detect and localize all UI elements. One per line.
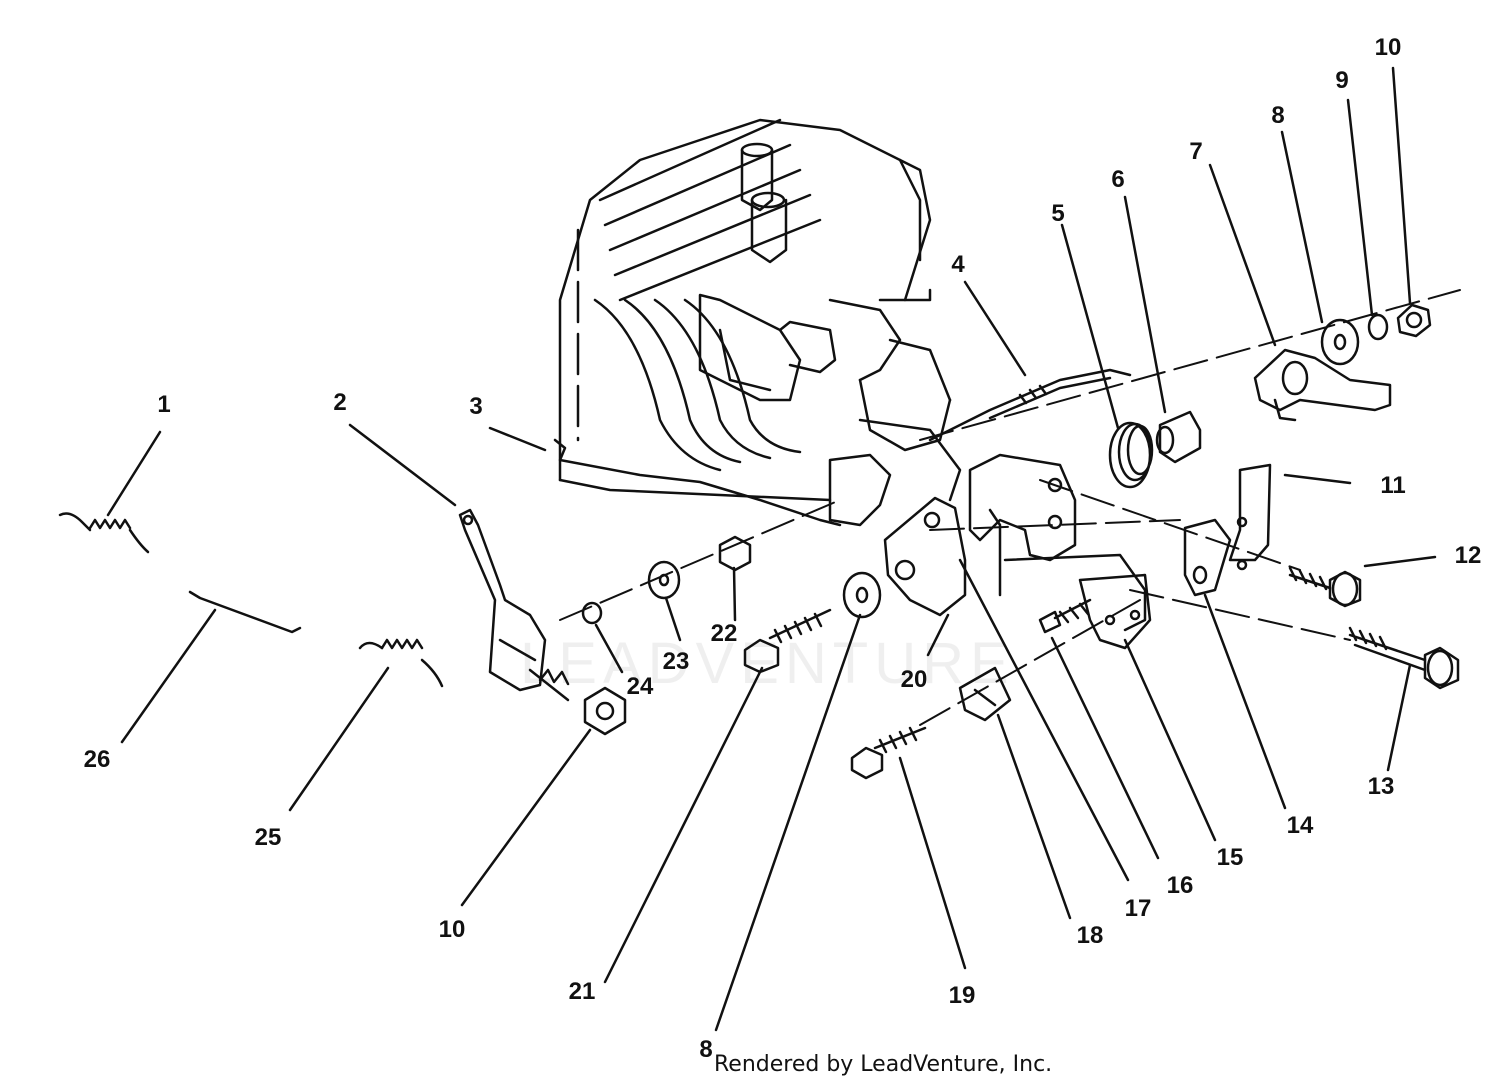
part-5-spring — [1110, 423, 1152, 487]
part-8-washer-lower — [844, 573, 880, 617]
callout-18: 18 — [1076, 922, 1104, 949]
part-8-washer-upper — [1322, 320, 1358, 364]
callout-3: 3 — [469, 393, 483, 420]
part-1-spring — [60, 514, 148, 552]
part-20-plate — [885, 498, 965, 615]
callout-10-lower: 10 — [438, 916, 466, 943]
part-10-nut-lower — [585, 688, 625, 734]
callout-25: 25 — [254, 824, 282, 851]
part-13-bolt — [1350, 628, 1458, 688]
part-24-washer — [583, 603, 601, 623]
axis-right-1 — [1040, 480, 1300, 570]
part-9-lock-washer — [1369, 315, 1387, 339]
callout-4: 4 — [951, 251, 965, 278]
part-12-bolt — [1290, 568, 1360, 606]
callout-8-lower: 8 — [699, 1036, 713, 1063]
footer-credit: Rendered by LeadVenture, Inc. — [714, 1052, 1053, 1077]
callout-13: 13 — [1367, 773, 1395, 800]
callout-11: 11 — [1380, 472, 1406, 499]
axis-right-3 — [930, 520, 1180, 530]
callout-21: 21 — [568, 978, 596, 1005]
callout-8-upper: 8 — [1271, 102, 1285, 129]
callout-15: 15 — [1216, 844, 1244, 871]
callout-9: 9 — [1335, 67, 1349, 94]
callout-20: 20 — [900, 666, 928, 693]
part-7-bracket — [1255, 350, 1390, 420]
callout-22: 22 — [710, 620, 738, 647]
engine-block — [560, 120, 960, 525]
callout-17: 17 — [1124, 895, 1152, 922]
part-18-clip — [960, 668, 1010, 720]
part-26-rod — [190, 592, 300, 632]
part-16-screw — [1040, 600, 1090, 632]
callout-6: 6 — [1111, 166, 1125, 193]
part-11-bracket — [1230, 465, 1270, 569]
callout-2: 2 — [333, 389, 347, 416]
bolt-axis-left — [560, 500, 840, 620]
part-22-bushing — [720, 537, 750, 570]
callout-10-upper: 10 — [1374, 34, 1402, 61]
axis-lower — [920, 600, 1140, 725]
part-14-clip — [1185, 520, 1230, 595]
callout-19: 19 — [948, 982, 976, 1009]
part-10-nut-upper — [1398, 305, 1430, 336]
callout-14: 14 — [1286, 812, 1314, 839]
part-19-bolt — [852, 728, 925, 778]
callout-1: 1 — [157, 391, 171, 418]
shaft-centerline — [920, 290, 1460, 440]
callout-26: 26 — [83, 746, 111, 773]
axis-right-2 — [1130, 590, 1350, 640]
callout-23: 23 — [662, 648, 690, 675]
callout-24: 24 — [626, 673, 654, 700]
part-15-plate — [1080, 575, 1150, 648]
part-25-spring — [360, 640, 442, 686]
part-3-link — [555, 440, 840, 525]
part-2-lever — [460, 510, 568, 700]
part-4-cable — [930, 370, 1130, 440]
part-17-bracket — [970, 455, 1145, 630]
callout-7: 7 — [1189, 138, 1203, 165]
leader-lines — [108, 68, 1435, 1030]
callout-12: 12 — [1454, 542, 1482, 569]
part-6-bushing — [1157, 412, 1200, 462]
callout-16: 16 — [1166, 872, 1194, 899]
callout-5: 5 — [1051, 200, 1065, 227]
part-21-bolt — [745, 610, 830, 672]
